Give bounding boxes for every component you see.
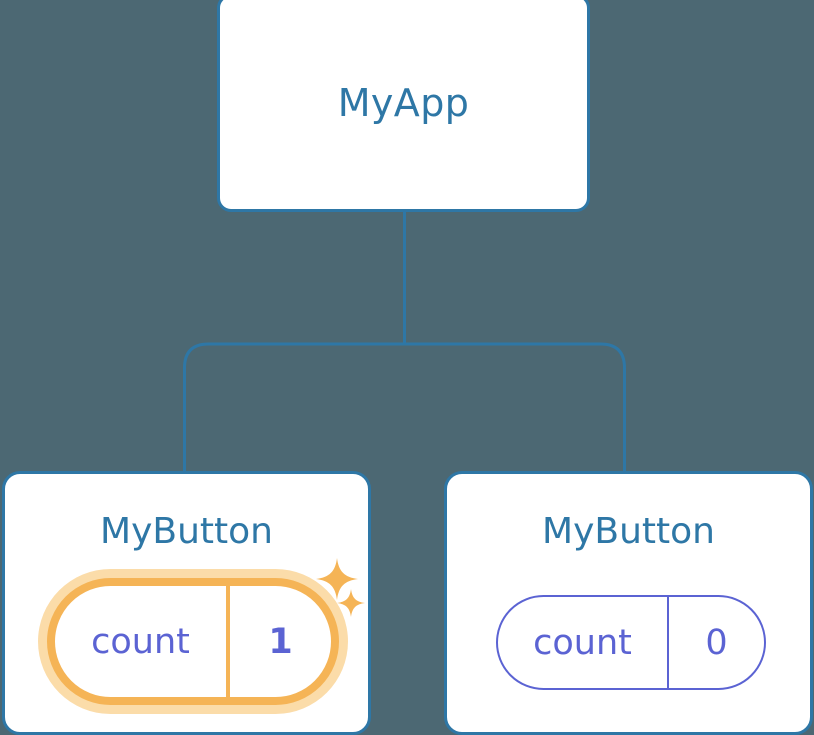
node-card-mybutton-right[interactable]: MyButton count 0 [444,471,813,735]
node-body-right: MyButton count 0 [447,474,810,732]
state-pill-left-label: count [55,586,230,697]
state-pill-left-value: 1 [268,621,293,662]
sparkle-large-icon [316,558,358,600]
state-pill-left-wrapper: count 1 [38,569,348,714]
node-title-mybutton-left: MyButton [100,511,273,552]
node-body-left: MyButton count 1 [5,474,368,732]
state-pill-left[interactable]: count 1 [47,578,339,705]
node-card-mybutton-left[interactable]: MyButton count 1 [2,471,371,735]
connector-branch-bus [183,342,626,474]
state-pill-right-label: count [498,597,669,688]
state-pill-right[interactable]: count 0 [496,595,766,690]
node-card-myapp[interactable]: MyApp [217,0,590,212]
sparkle-small-icon [337,589,365,617]
state-pill-right-value: 0 [705,622,728,663]
node-title-mybutton-right: MyButton [542,511,715,552]
node-title-myapp: MyApp [337,81,470,125]
